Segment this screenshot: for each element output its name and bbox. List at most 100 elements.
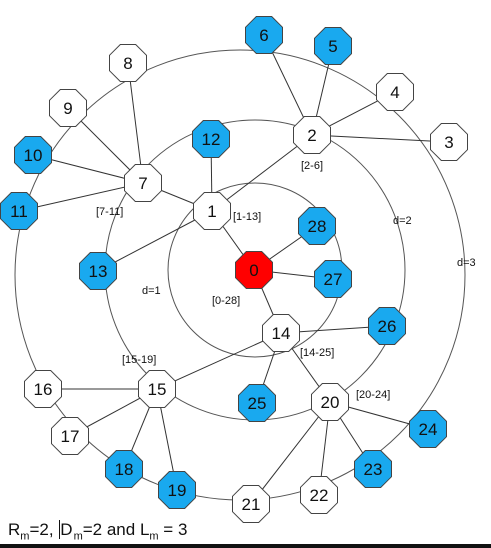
- ring-label-d1: d=1: [142, 285, 161, 297]
- node-24: 24: [409, 410, 447, 448]
- node-22: 22: [300, 476, 338, 514]
- node-label-27: 27: [324, 270, 343, 289]
- caption-r: R: [8, 520, 21, 539]
- node-shape-12: [192, 120, 230, 158]
- node-shape-3: [430, 123, 468, 161]
- node-shape-16: [24, 370, 62, 408]
- node-label-23: 23: [364, 460, 383, 479]
- caption-l-val: = 3: [158, 520, 188, 539]
- caption-d: D: [59, 520, 73, 539]
- node-shape-15: [138, 370, 176, 408]
- node-20: 20: [311, 383, 349, 421]
- caption: Rm=2, Dm=2 and Lm = 3: [8, 520, 187, 542]
- node-shape-19: [158, 471, 196, 509]
- node-label-1: 1: [207, 202, 216, 221]
- node-8: 8: [109, 44, 147, 82]
- node-label-11: 11: [10, 202, 28, 221]
- node-label-9: 9: [63, 99, 72, 118]
- edge-7-8: [127, 62, 144, 184]
- node-shape-22: [300, 476, 338, 514]
- node-19: 19: [158, 471, 196, 509]
- node-shape-6: [245, 16, 283, 54]
- node-14: 14: [262, 314, 300, 352]
- node-18: 18: [105, 450, 143, 488]
- node-shape-14: [262, 314, 300, 352]
- node-7: 7: [124, 164, 162, 202]
- node-13: 13: [79, 252, 117, 290]
- node-shape-7: [124, 164, 162, 202]
- node-label-8: 8: [123, 54, 132, 73]
- node-label-12: 12: [202, 130, 221, 149]
- node-shape-1: [193, 192, 231, 230]
- node-9: 9: [49, 89, 87, 127]
- node-17: 17: [51, 417, 89, 455]
- node-shape-5: [314, 27, 352, 65]
- node-12: 12: [192, 120, 230, 158]
- node-23: 23: [354, 450, 392, 488]
- node-16: 16: [24, 370, 62, 408]
- node-shape-18: [105, 450, 143, 488]
- edge-14-15: [156, 332, 282, 390]
- node-label-25: 25: [248, 394, 267, 413]
- node-shape-11: [0, 192, 38, 230]
- node-shape-27: [314, 260, 352, 298]
- node-label-3: 3: [444, 133, 453, 152]
- node-label-26: 26: [378, 317, 397, 336]
- node-3: 3: [430, 123, 468, 161]
- node-shape-25: [238, 384, 276, 422]
- node-shape-2: [293, 116, 331, 154]
- node-shape-13: [79, 252, 117, 290]
- caption-d-val: =2 and L: [82, 520, 150, 539]
- caption-l-sub: m: [149, 530, 159, 543]
- edge-20-21: [250, 401, 331, 505]
- caption-r-val: =2,: [29, 520, 59, 539]
- node-label-28: 28: [308, 217, 327, 236]
- annotations: [0-28] [1-13] [2-6] [7-11] [14-25] [15-1…: [96, 160, 476, 401]
- node-11: 11: [0, 192, 38, 230]
- caption-r-sub: m: [20, 530, 30, 543]
- node-label-7: 7: [138, 174, 147, 193]
- node-label-5: 5: [328, 37, 337, 56]
- range-label-14: [14-25]: [300, 347, 334, 359]
- node-label-15: 15: [148, 380, 167, 399]
- node-28: 28: [298, 207, 336, 245]
- node-label-17: 17: [61, 427, 80, 446]
- range-label-0: [0-28]: [212, 295, 240, 307]
- range-label-15: [15-19]: [122, 354, 156, 366]
- node-label-21: 21: [242, 495, 261, 514]
- node-1: 1: [193, 192, 231, 230]
- node-label-19: 19: [168, 481, 187, 500]
- node-label-0: 0: [249, 261, 258, 280]
- node-label-13: 13: [89, 262, 108, 281]
- range-label-1: [1-13]: [233, 211, 261, 223]
- node-26: 26: [368, 307, 406, 345]
- ring-label-d3: d=3: [457, 257, 476, 269]
- node-label-4: 4: [390, 83, 399, 102]
- node-shape-17: [51, 417, 89, 455]
- node-10: 10: [14, 136, 52, 174]
- node-shape-20: [311, 383, 349, 421]
- frame-bottom-border: [0, 544, 491, 548]
- edge-2-3: [311, 134, 450, 143]
- edge-1-2: [211, 134, 313, 212]
- ring-label-d2: d=2: [393, 215, 412, 227]
- node-label-24: 24: [419, 420, 438, 439]
- node-shape-24: [409, 410, 447, 448]
- node-label-16: 16: [34, 380, 53, 399]
- node-shape-21: [232, 485, 270, 523]
- node-shape-28: [298, 207, 336, 245]
- node-shape-9: [49, 89, 87, 127]
- node-label-2: 2: [307, 126, 316, 145]
- node-label-18: 18: [115, 460, 134, 479]
- node-5: 5: [314, 27, 352, 65]
- node-21: 21: [232, 485, 270, 523]
- node-shape-10: [14, 136, 52, 174]
- node-4: 4: [376, 73, 414, 111]
- node-shape-26: [368, 307, 406, 345]
- node-2: 2: [293, 116, 331, 154]
- node-label-14: 14: [272, 324, 291, 343]
- node-label-10: 10: [24, 146, 43, 165]
- node-shape-23: [354, 450, 392, 488]
